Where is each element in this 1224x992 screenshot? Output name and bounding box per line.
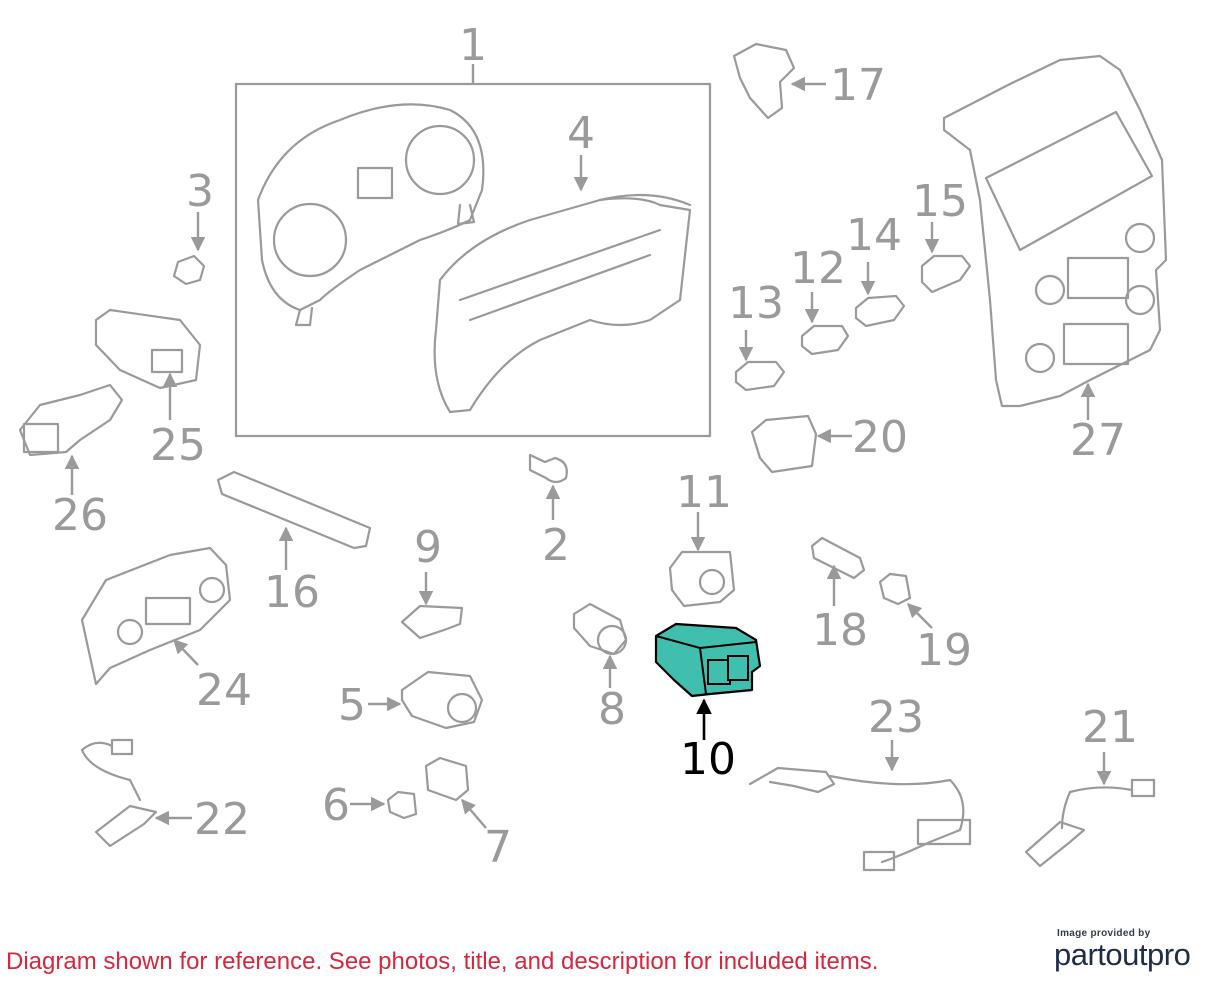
part-15: 15 (912, 176, 972, 294)
callout-5: 5 (338, 680, 366, 731)
part-9: 9 (400, 522, 464, 640)
part-12: 12 (790, 243, 850, 356)
callout-18: 18 (812, 605, 868, 656)
callout-20: 20 (852, 412, 908, 463)
callout-12: 12 (790, 243, 846, 294)
part-5: 5 (338, 670, 484, 731)
callout-23: 23 (868, 692, 924, 743)
callout-14: 14 (846, 210, 902, 261)
part-3: 3 (172, 166, 214, 286)
callout-7: 7 (484, 822, 512, 873)
cluster-face-drawing (256, 103, 485, 327)
callout-16: 16 (264, 567, 320, 618)
part-26: 26 (18, 383, 124, 541)
part-25: 25 (94, 308, 206, 471)
part-11: 11 (668, 467, 736, 608)
part-16: 16 (216, 470, 372, 618)
callout-15: 15 (912, 176, 968, 227)
part-22: 22 (80, 738, 250, 848)
callout-1: 1 (459, 20, 487, 71)
part-10-highlighted: 10 (654, 622, 762, 785)
part-27: 27 (942, 54, 1168, 466)
part-17: 17 (732, 42, 886, 120)
callout-4: 4 (567, 108, 595, 159)
callout-6: 6 (322, 780, 350, 831)
part-20: 20 (750, 412, 908, 474)
part-21: 21 (1024, 702, 1156, 868)
part-24: 24 (80, 546, 252, 716)
part-1-group: 1 (234, 20, 712, 438)
callout-10: 10 (680, 734, 736, 785)
callout-22: 22 (194, 794, 250, 845)
part-4: 4 (433, 108, 692, 414)
callout-25: 25 (150, 420, 206, 471)
callout-9: 9 (414, 522, 442, 573)
part-13: 13 (728, 278, 786, 392)
part-18: 18 (810, 536, 868, 656)
partoutpro-logo: partoutpro (1054, 937, 1191, 972)
part-19: 19 (878, 572, 972, 676)
callout-24: 24 (196, 665, 252, 716)
callout-2: 2 (542, 520, 570, 571)
callout-17: 17 (830, 60, 886, 111)
part-8: 8 (572, 602, 628, 735)
callout-3: 3 (186, 166, 214, 217)
callout-11: 11 (676, 467, 732, 518)
callout-19: 19 (916, 625, 972, 676)
callout-21: 21 (1082, 702, 1138, 753)
callout-13: 13 (728, 278, 784, 329)
part-6: 6 (322, 780, 418, 831)
callout-27: 27 (1070, 415, 1126, 466)
part-14: 14 (846, 210, 906, 328)
callout-26: 26 (52, 490, 108, 541)
part-23: 23 (748, 692, 972, 872)
part-7: 7 (424, 756, 512, 873)
part-2: 2 (528, 453, 570, 571)
callout-8: 8 (598, 684, 626, 735)
disclaimer-text: Diagram shown for reference. See photos,… (6, 948, 879, 975)
image-credit-caption: Image provided by (1057, 928, 1151, 939)
